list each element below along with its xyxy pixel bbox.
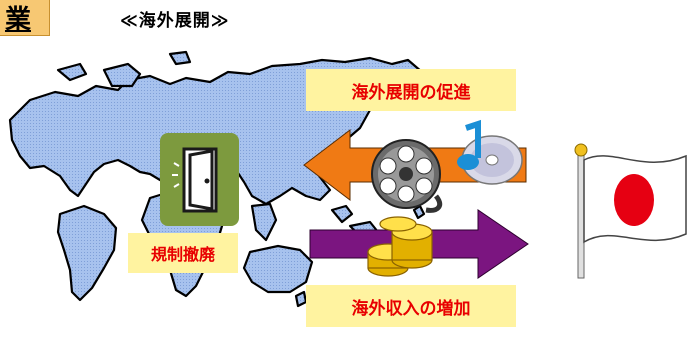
page-title: ≪海外展開≫ [120,11,230,31]
promotion-label: 海外展開の促進 [306,69,516,111]
deregulation-label: 規制撤廃 [128,233,238,273]
door-icon [160,133,239,226]
japan-flag-icon [574,143,687,279]
corner-section-label: 業 [0,0,50,36]
income-increase-label: 海外収入の増加 [306,285,516,327]
cd-music-icon [457,119,523,185]
gold-coins-icon [367,216,433,277]
film-reel-icon [371,139,443,213]
